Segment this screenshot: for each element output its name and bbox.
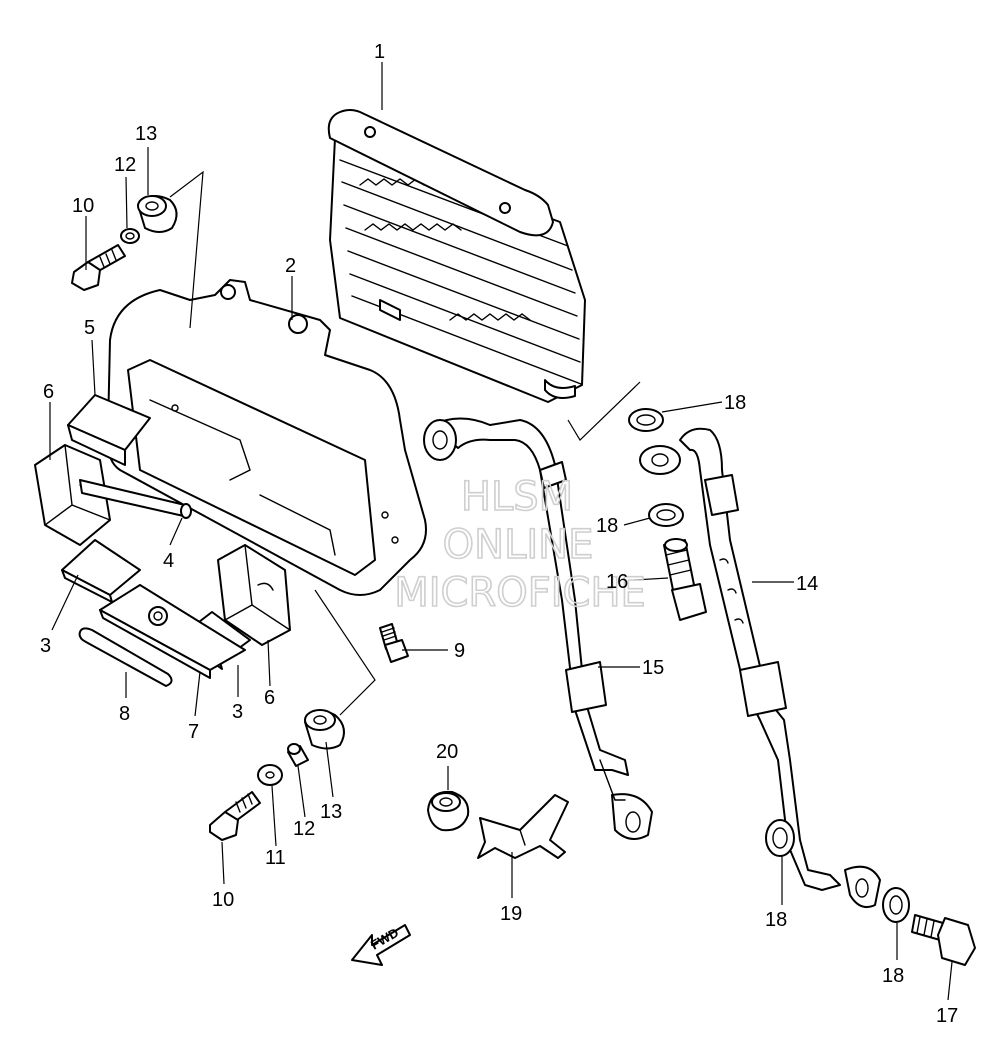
callout-6a: 6	[43, 381, 54, 403]
rubber-cushion-right	[217, 544, 291, 646]
gasket-18-b	[648, 503, 684, 527]
callout-13a: 13	[135, 123, 157, 145]
callout-10a: 10	[72, 195, 94, 217]
oil-hose-14	[639, 427, 881, 908]
union-16	[663, 538, 707, 621]
bolt-9	[379, 623, 409, 663]
callout-12a: 12	[114, 154, 136, 176]
collar-12-lower	[287, 743, 309, 767]
callout-7: 7	[188, 721, 199, 743]
grommet-20	[427, 790, 470, 832]
callout-3b: 3	[232, 701, 243, 723]
lower-plate	[99, 584, 246, 679]
union-bolt-17	[911, 914, 976, 966]
hose-clamp-19	[477, 794, 569, 859]
callout-2: 2	[285, 255, 296, 277]
callout-17: 17	[936, 1005, 958, 1027]
callout-18a: 18	[724, 392, 746, 414]
callout-5: 5	[84, 317, 95, 339]
gasket-18-c	[765, 819, 795, 857]
fwd-arrow-icon: FWD	[351, 924, 411, 966]
oil-cooler-core	[327, 109, 586, 403]
bolt-10-upper	[71, 244, 126, 291]
callout-6b: 6	[264, 687, 275, 709]
rubber-cushion-left	[34, 444, 111, 546]
washer-11	[257, 764, 283, 786]
assembly-guide-lines	[169, 170, 641, 716]
gasket-18-a	[628, 408, 664, 432]
leader-lines	[49, 62, 953, 1001]
cooler-bracket	[106, 279, 427, 596]
gasket-18-d	[882, 887, 910, 923]
callout-11: 11	[265, 847, 286, 869]
watermark-line-2: ONLINE	[443, 522, 594, 568]
callout-15: 15	[642, 657, 664, 679]
callout-13b: 13	[320, 801, 342, 823]
collar-12-upper	[120, 228, 140, 244]
watermark: HLSM ONLINE MICROFICHE	[393, 473, 646, 617]
callout-10b: 10	[212, 889, 234, 911]
callout-14: 14	[796, 573, 818, 595]
callout-16: 16	[606, 571, 628, 593]
callout-12b: 12	[293, 818, 315, 840]
rubber-strip	[78, 627, 173, 687]
callout-9: 9	[454, 640, 465, 662]
callout-18d: 18	[882, 965, 904, 987]
oil-hose-15	[423, 417, 653, 840]
spacer-rod	[79, 479, 192, 519]
callout-8: 8	[119, 703, 130, 725]
callout-4: 4	[163, 550, 174, 572]
grommet-13-upper	[137, 195, 178, 233]
callout-18b: 18	[596, 515, 618, 537]
watermark-line-3: MICROFICHE	[394, 570, 646, 616]
bolt-10-lower	[209, 791, 261, 841]
callout-18c: 18	[765, 909, 787, 931]
callout-19: 19	[500, 903, 522, 925]
callout-labels: 1 2 3 3 4 5 6 6 7 8 9 10 10 11 12 12 13 …	[40, 41, 958, 1027]
callout-1: 1	[374, 41, 385, 63]
rubber-pad-upper	[67, 394, 151, 466]
callout-20: 20	[436, 741, 458, 763]
cushion-plate-left	[61, 539, 141, 603]
grommet-13-lower	[304, 709, 345, 750]
callout-3a: 3	[40, 635, 51, 657]
watermark-line-1: HLSM	[461, 474, 573, 520]
